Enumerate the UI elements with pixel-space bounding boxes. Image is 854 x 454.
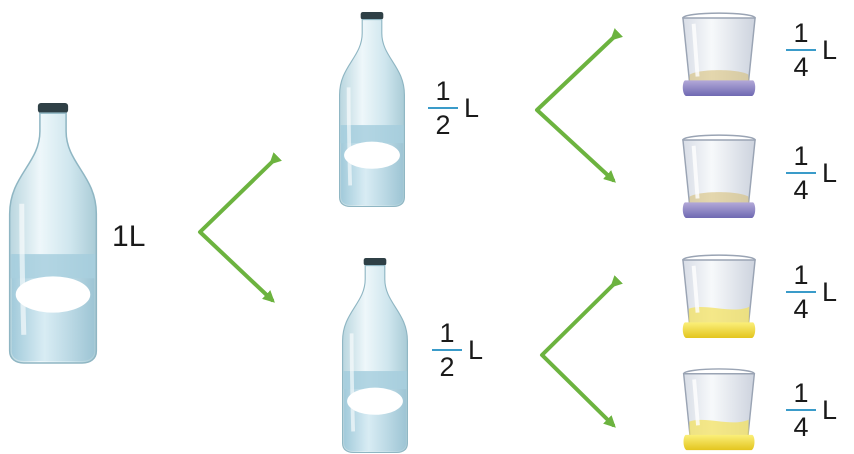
glass-2	[680, 134, 758, 220]
arrow-split-left	[198, 152, 282, 303]
unit: L	[822, 157, 838, 188]
label-quarter-litre-2: 1 4 L	[786, 141, 838, 205]
unit: L	[468, 334, 484, 365]
numerator: 1	[793, 18, 809, 48]
unit: L	[464, 92, 480, 123]
bottle-half-litre-top	[337, 12, 407, 208]
fraction-bar	[786, 409, 816, 411]
unit: L	[822, 276, 838, 307]
label-quarter-litre-1: 1 4 L	[786, 18, 838, 82]
unit: L	[822, 394, 838, 425]
unit: L	[822, 34, 838, 65]
arrow-split-top	[535, 28, 623, 183]
fraction-bar	[432, 349, 462, 351]
numerator: 1	[793, 378, 809, 408]
arrow-split-bottom	[540, 275, 623, 428]
label-quarter-litre-4: 1 4 L	[786, 378, 838, 442]
label-half-litre-bottom: 1 2 L	[432, 318, 484, 382]
fraction-bar	[786, 291, 816, 293]
denominator: 4	[793, 294, 809, 324]
fraction-bar	[428, 107, 458, 109]
denominator: 4	[793, 412, 809, 442]
glass-1	[680, 12, 758, 98]
label-one-litre: 1L	[112, 220, 145, 254]
numerator: 1	[439, 318, 455, 348]
glass-4	[681, 368, 757, 453]
numerator: 1	[793, 260, 809, 290]
denominator: 4	[793, 175, 809, 205]
denominator: 2	[439, 352, 455, 382]
fraction-bar	[786, 49, 816, 51]
numerator: 1	[793, 141, 809, 171]
one-litre-value: 1	[112, 220, 129, 253]
bottle-half-litre-bottom	[340, 258, 410, 454]
denominator: 2	[435, 110, 451, 140]
label-quarter-litre-3: 1 4 L	[786, 260, 838, 324]
label-half-litre-top: 1 2 L	[428, 76, 480, 140]
glass-3	[680, 254, 758, 340]
fraction-bar	[786, 172, 816, 174]
bottle-one-litre	[10, 103, 97, 363]
denominator: 4	[793, 52, 809, 82]
numerator: 1	[435, 76, 451, 106]
one-litre-unit: L	[128, 220, 146, 253]
